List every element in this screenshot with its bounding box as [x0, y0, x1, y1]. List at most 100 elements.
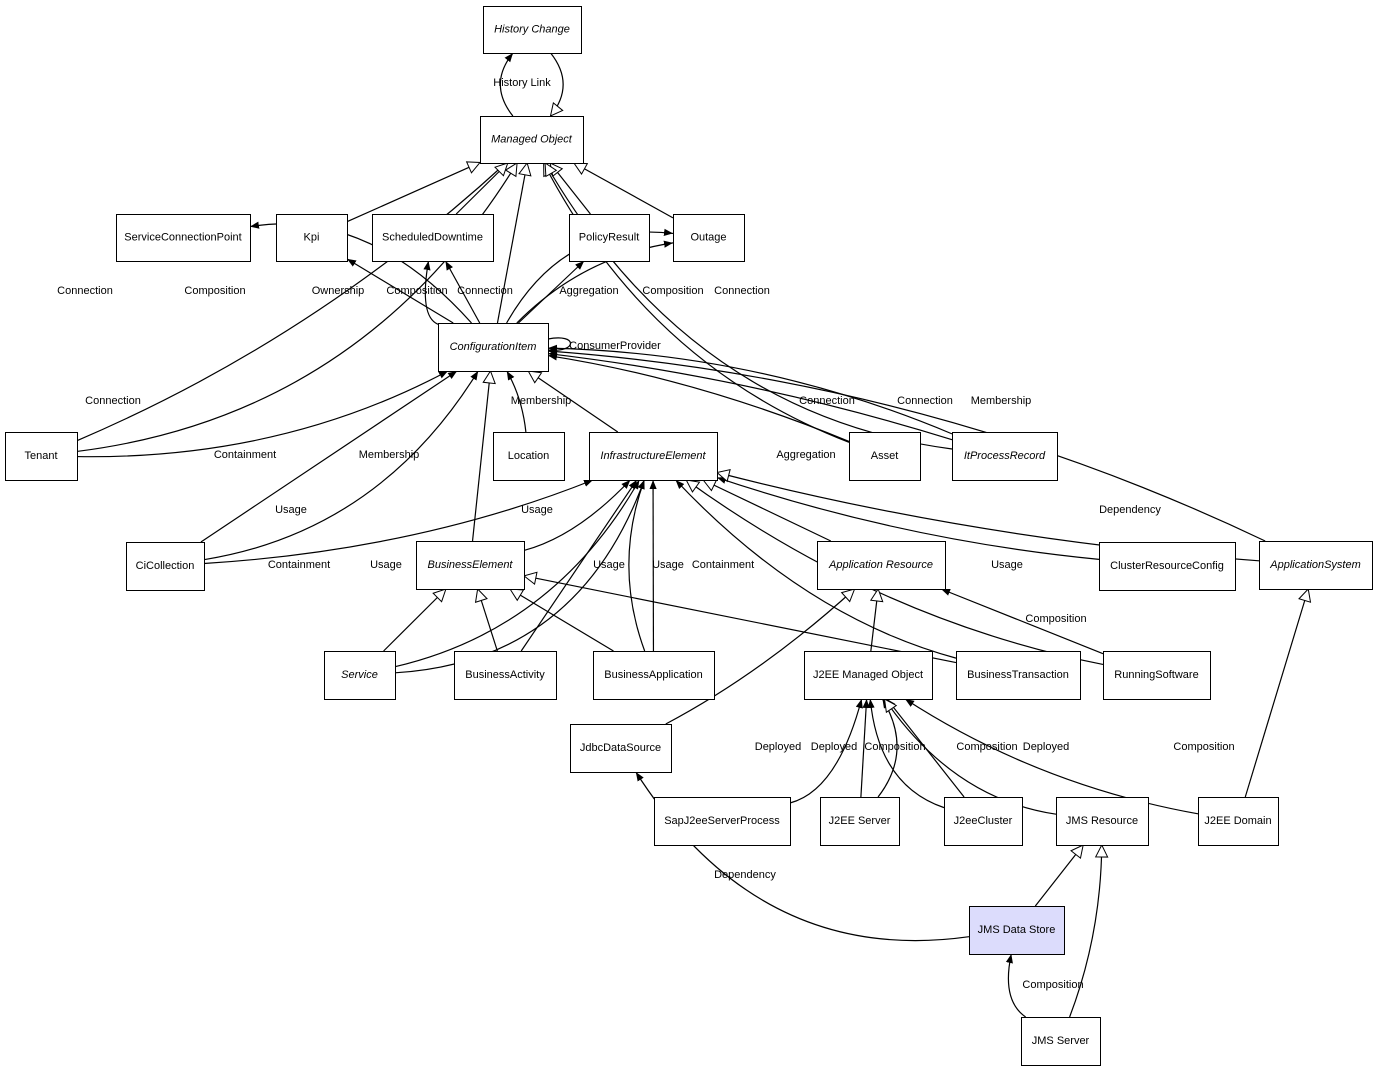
generalization-edge	[496, 163, 527, 324]
class-node-label: Kpi	[304, 231, 320, 243]
class-node-label: Application Resource	[828, 559, 933, 571]
class-node-label: JMS Resource	[1066, 815, 1138, 827]
generalization-edge	[1034, 845, 1083, 907]
generalization-edge	[885, 699, 1057, 815]
association-edge	[200, 370, 458, 543]
association-edge	[628, 479, 646, 652]
class-node-j2s[interactable]: J2EE Server	[820, 797, 900, 846]
class-node-label: Outage	[690, 231, 726, 243]
class-node-ci[interactable]: ConfigurationItem	[438, 323, 549, 372]
class-node-j2d[interactable]: J2EE Domain	[1198, 797, 1279, 846]
class-node-label: ClusterResourceConfig	[1110, 560, 1224, 572]
edge-label: Composition	[956, 741, 1017, 753]
association-edge	[516, 240, 674, 324]
generalization-edge	[76, 163, 517, 453]
association-edge	[520, 479, 638, 652]
class-node-jmsds[interactable]: JMS Data Store	[969, 906, 1065, 955]
generalization-edge	[703, 480, 832, 542]
edges-layer	[76, 52, 1308, 1018]
edge-label: Connection	[799, 395, 855, 407]
class-node-out[interactable]: Outage	[673, 214, 745, 262]
association-edge	[518, 260, 585, 324]
association-edge	[1005, 953, 1026, 1018]
class-node-j2mo[interactable]: J2EE Managed Object	[804, 651, 933, 700]
edge-label: Containment	[692, 559, 754, 571]
association-edge	[675, 479, 957, 659]
class-node-as[interactable]: ApplicationSystem	[1259, 541, 1373, 590]
edge-label: Dependency	[1099, 504, 1161, 516]
class-node-svc[interactable]: Service	[324, 651, 396, 700]
class-node-scp[interactable]: ServiceConnectionPoint	[116, 214, 251, 262]
class-node-ar[interactable]: Application Resource	[817, 541, 946, 590]
generalization-edge	[550, 163, 591, 215]
class-node-sd[interactable]: ScheduledDowntime	[372, 214, 494, 262]
class-node-mo[interactable]: Managed Object	[480, 116, 584, 164]
generalization-edge	[665, 589, 855, 725]
edge-label: Containment	[214, 449, 276, 461]
class-node-label: Asset	[871, 450, 899, 462]
class-node-label: BusinessElement	[428, 559, 514, 571]
generalization-edge	[686, 480, 1104, 666]
association-edge	[394, 479, 640, 668]
class-node-sap[interactable]: SapJ2eeServerProcess	[654, 797, 791, 846]
association-edge	[76, 162, 507, 442]
association-edge	[716, 476, 1100, 560]
generalization-edge	[1244, 589, 1308, 798]
generalization-edge	[383, 589, 446, 652]
class-node-be[interactable]: BusinessElement	[416, 541, 525, 590]
edge-label: Connection	[897, 395, 953, 407]
generalization-edge	[550, 52, 563, 116]
class-node-rs[interactable]: RunningSoftware	[1103, 651, 1211, 700]
class-node-label: BusinessActivity	[465, 669, 545, 681]
class-node-label: Location	[508, 450, 550, 462]
edge-label: Usage	[521, 504, 553, 516]
generalization-edge	[871, 589, 878, 652]
class-node-ie[interactable]: InfrastructureElement	[589, 432, 718, 481]
class-node-asset[interactable]: Asset	[849, 432, 921, 481]
class-node-pr[interactable]: PolicyResult	[569, 214, 650, 262]
class-node-bapp[interactable]: BusinessApplication	[593, 651, 715, 700]
edge-label: Aggregation	[776, 449, 835, 461]
association-edge	[547, 344, 953, 435]
edge-label: Usage	[275, 504, 307, 516]
class-node-jmsr[interactable]: JMS Resource	[1056, 797, 1149, 846]
class-node-hc[interactable]: History Change	[483, 6, 582, 54]
edge-label: Connection	[57, 285, 113, 297]
association-edge	[506, 370, 527, 433]
class-node-itpr[interactable]: ItProcessRecord	[952, 432, 1058, 481]
edge-label: Containment	[268, 559, 330, 571]
class-node-ten[interactable]: Tenant	[5, 432, 78, 481]
class-node-label: J2EE Server	[829, 815, 891, 827]
generalization-edge	[478, 589, 498, 652]
class-node-label: ConfigurationItem	[450, 341, 537, 353]
association-edge	[789, 698, 863, 804]
class-node-crc[interactable]: ClusterResourceConfig	[1099, 542, 1236, 591]
generalization-edge	[528, 371, 619, 433]
class-node-kpi[interactable]: Kpi	[276, 214, 348, 262]
class-node-cic[interactable]: CiCollection	[126, 542, 205, 591]
association-edge	[394, 479, 645, 674]
edge-label: Usage	[370, 559, 402, 571]
edge-label: Composition	[1022, 979, 1083, 991]
class-node-label: JdbcDataSource	[580, 742, 661, 754]
class-node-label: JMS Server	[1032, 1035, 1090, 1047]
association-edge	[203, 479, 594, 565]
class-node-jdbc[interactable]: JdbcDataSource	[570, 724, 672, 773]
class-node-loc[interactable]: Location	[493, 432, 565, 481]
edge-label: Composition	[1025, 613, 1086, 625]
class-node-bt[interactable]: BusinessTransaction	[956, 651, 1081, 700]
association-edge	[444, 260, 481, 324]
class-node-label: PolicyResult	[579, 231, 640, 243]
edge-label: History Link	[493, 77, 551, 89]
class-node-ba[interactable]: BusinessActivity	[454, 651, 557, 700]
class-node-jmss[interactable]: JMS Server	[1021, 1017, 1101, 1066]
edge-label: Membership	[359, 449, 420, 461]
class-node-j2c[interactable]: J2eeCluster	[944, 797, 1023, 846]
edge-label: Usage	[593, 559, 625, 571]
class-node-label: Service	[341, 669, 378, 681]
edge-label: Composition	[1173, 741, 1234, 753]
edge-label: Connection	[457, 285, 513, 297]
